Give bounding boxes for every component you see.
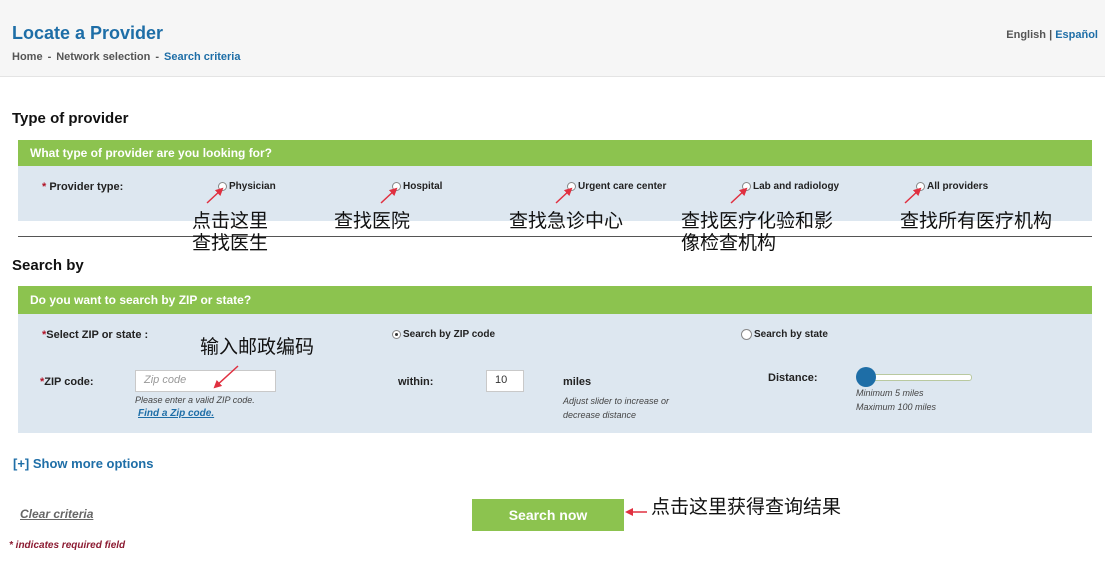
lang-separator: | — [1049, 29, 1053, 41]
arrow-lab-radiology — [730, 187, 748, 204]
radio-search-by-zip[interactable]: Search by ZIP code — [392, 329, 495, 340]
annotation-all-providers: 查找所有医疗机构 — [900, 210, 1053, 232]
radio-all-providers-label: All providers — [927, 181, 989, 192]
section-divider — [18, 236, 1092, 237]
page-title: Locate a Provider — [12, 23, 164, 43]
search-by-heading: Search by — [12, 257, 84, 274]
slider-help-text: Adjust slider to increase or decrease di… — [563, 396, 670, 420]
radio-urgent-care-label: Urgent care center — [578, 181, 667, 192]
breadcrumb: Home-Network selection-Search criteria — [12, 51, 240, 63]
required-mark: * — [40, 376, 45, 388]
radio-search-by-zip-label: Search by ZIP code — [403, 329, 496, 340]
within-label: within: — [398, 376, 434, 388]
lang-spanish-link[interactable]: Español — [1055, 29, 1098, 41]
arrow-urgent-care — [555, 187, 573, 204]
radio-circle[interactable] — [392, 330, 401, 339]
distance-slider-handle[interactable] — [856, 367, 876, 387]
breadcrumb-search-criteria: Search criteria — [164, 51, 241, 63]
breadcrumb-home[interactable]: Home — [12, 51, 43, 63]
annotation-hospital: 查找医院 — [334, 210, 411, 232]
arrow-all-providers — [904, 187, 922, 204]
show-more-options-link[interactable]: [+] Show more options — [13, 456, 154, 471]
arrow-hospital — [380, 187, 398, 204]
annotation-urgent-care: 查找急诊中心 — [509, 210, 624, 232]
search-by-panel: Do you want to search by ZIP or state? — [18, 286, 1092, 433]
distance-min-text: Minimum 5 miles — [856, 388, 924, 398]
radio-hospital-label: Hospital — [403, 181, 443, 192]
provider-type-label-text: Provider type: — [49, 181, 124, 193]
radio-physician-label: Physician — [229, 181, 276, 192]
zip-code-label: *ZIP code: — [40, 376, 94, 388]
required-field-note: * indicates required field — [9, 540, 126, 551]
arrow-zip — [213, 365, 239, 389]
distance-label: Distance: — [768, 372, 818, 384]
annotation-physician: 点击这里 查找医生 — [192, 210, 269, 254]
search-by-bar: Do you want to search by ZIP or state? — [18, 286, 1092, 314]
radio-circle[interactable] — [741, 329, 752, 340]
provider-type-panel: What type of provider are you looking fo… — [18, 140, 1092, 221]
arrow-physician — [206, 187, 224, 204]
page-header — [0, 0, 1105, 77]
radio-search-by-state[interactable]: Search by state — [741, 329, 828, 340]
provider-type-bar: What type of provider are you looking fo… — [18, 140, 1092, 166]
find-zip-link[interactable]: Find a Zip code. — [138, 408, 215, 419]
lang-english-link[interactable]: English — [1006, 29, 1046, 41]
zip-help-text: Please enter a valid ZIP code. — [135, 395, 255, 405]
select-zip-state-text: Select ZIP or state : — [46, 329, 149, 341]
language-switch: English | Español — [1006, 29, 1098, 41]
search-now-button[interactable]: Search now — [472, 499, 624, 531]
provider-type-label: * Provider type: — [42, 181, 123, 193]
distance-max-text: Maximum 100 miles — [856, 402, 937, 412]
required-mark: * — [42, 329, 47, 341]
radio-lab-radiology-label: Lab and radiology — [753, 181, 840, 192]
annotation-zip: 输入邮政编码 — [200, 336, 315, 358]
required-mark: * — [42, 181, 47, 193]
breadcrumb-separator: - — [47, 51, 52, 63]
miles-label: miles — [563, 376, 592, 388]
select-zip-state-label: *Select ZIP or state : — [42, 329, 148, 341]
breadcrumb-network-selection[interactable]: Network selection — [56, 51, 151, 63]
annotation-lab-radiology: 查找医疗化验和影 像检查机构 — [681, 210, 834, 254]
within-miles-input[interactable]: 10 — [486, 370, 524, 392]
zip-code-label-text: ZIP code: — [44, 376, 94, 388]
radio-search-by-state-label: Search by state — [754, 329, 828, 340]
clear-criteria-link[interactable]: Clear criteria — [20, 507, 94, 521]
provider-type-heading: Type of provider — [12, 110, 129, 127]
zip-code-input[interactable]: Zip code — [135, 370, 276, 392]
breadcrumb-separator: - — [155, 51, 160, 63]
annotation-search: 点击这里获得查询结果 — [651, 496, 842, 518]
